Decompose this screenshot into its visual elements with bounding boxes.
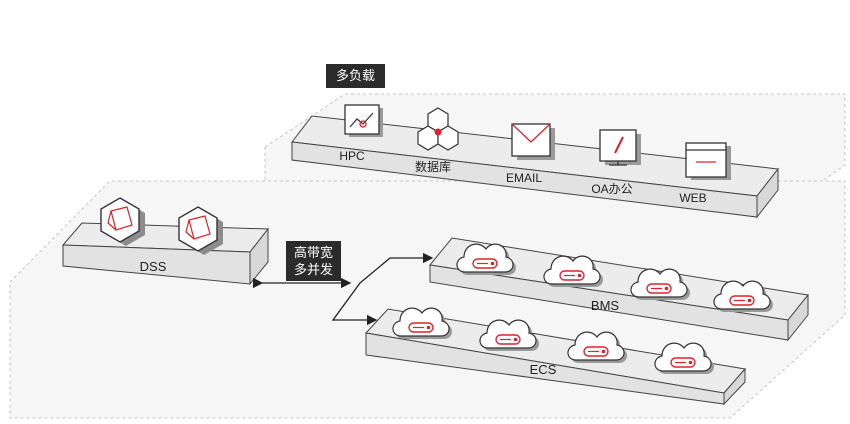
email-icon bbox=[511, 123, 555, 160]
oa-label: OA办公 bbox=[591, 182, 633, 196]
chart-icon bbox=[344, 104, 383, 137]
web-label: WEB bbox=[679, 191, 707, 205]
ecs-platform bbox=[365, 308, 746, 406]
bms-label: BMS bbox=[590, 298, 620, 313]
database-label: 数据库 bbox=[414, 160, 452, 174]
dss-label: DSS bbox=[139, 259, 167, 274]
workload-tag: 多负载 bbox=[326, 64, 386, 88]
bms-platform bbox=[429, 237, 809, 342]
database-icon bbox=[417, 107, 459, 151]
web-page-icon bbox=[685, 142, 731, 180]
hpc-label: HPC bbox=[339, 149, 365, 163]
ecs-label: ECS bbox=[529, 362, 557, 377]
bandwidth-tag-line1: 高带宽 bbox=[294, 245, 334, 260]
bandwidth-tag-line2: 多并发 bbox=[294, 262, 334, 277]
email-label: EMAIL bbox=[505, 171, 543, 185]
oa-edit-icon bbox=[599, 129, 641, 166]
connector-arrows bbox=[252, 252, 434, 326]
bandwidth-tag: 高带宽 多并发 bbox=[286, 241, 342, 281]
